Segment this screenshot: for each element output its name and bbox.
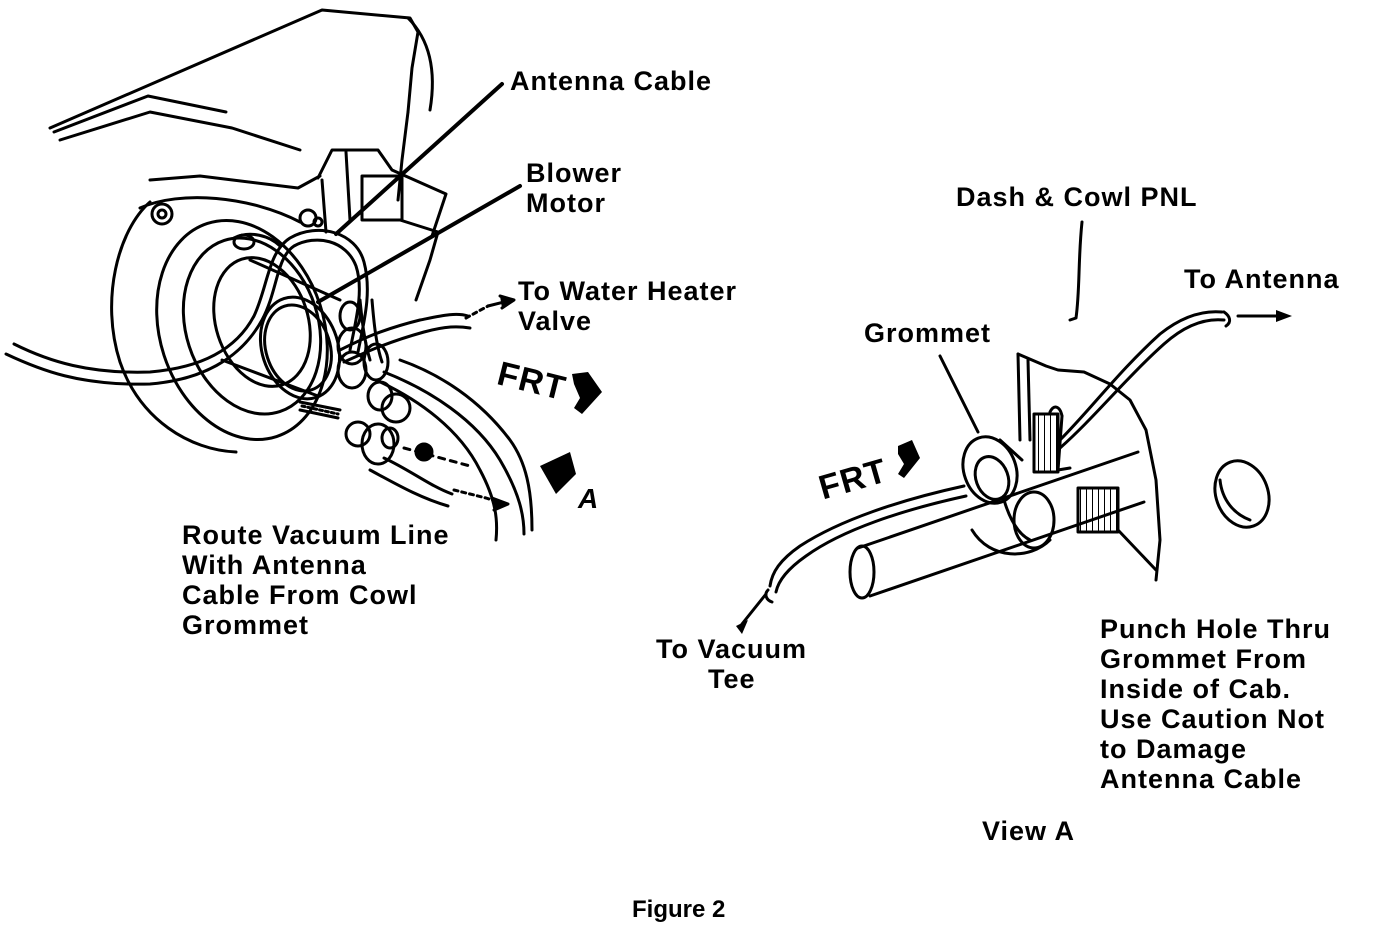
label-view-a: View A (982, 816, 1076, 846)
frt-arrow-main (572, 372, 602, 414)
label-route-vacuum-line: Route Vacuum Line With Antenna Cable Fro… (182, 520, 450, 640)
label-route-line-1: Route Vacuum Line (182, 520, 450, 550)
label-water-heater-line-1: To Water Heater (518, 276, 738, 306)
label-route-line-2: With Antenna (182, 550, 367, 580)
label-to-vacuum-tee: To Vacuum Tee (656, 634, 807, 694)
label-punch-line-1: Punch Hole Thru (1100, 614, 1331, 644)
label-punch-line-3: Inside of Cab. (1100, 674, 1292, 704)
label-punch-line-2: Grommet From (1100, 644, 1308, 674)
label-antenna-cable: Antenna Cable (510, 66, 713, 96)
label-vacuum-tee-line-2: Tee (708, 664, 756, 694)
label-blower-motor-line-1: Blower (526, 158, 623, 188)
label-punch-line-4: Use Caution Not (1100, 704, 1326, 734)
label-view-marker-a: A (578, 483, 600, 514)
label-grommet: Grommet (864, 318, 992, 348)
label-water-heater-line-2: Valve (518, 306, 593, 336)
label-vacuum-tee-line-1: To Vacuum (656, 634, 808, 664)
blower-motor-illustration (4, 8, 534, 542)
frt-arrow-view-a (898, 440, 920, 478)
leader-lines-left (316, 82, 522, 304)
label-dash-cowl-panel: Dash & Cowl PNL (956, 182, 1198, 212)
view-a-arrow (540, 452, 576, 494)
label-to-antenna: To Antenna (1184, 264, 1340, 294)
label-to-water-heater-valve: To Water Heater Valve (518, 276, 737, 336)
label-blower-motor-line-2: Motor (526, 188, 606, 218)
label-punch-hole-note: Punch Hole Thru Grommet From Inside of C… (1100, 614, 1331, 794)
label-route-line-3: Cable From Cowl (182, 580, 418, 610)
view-a-illustration (736, 220, 1292, 634)
label-punch-line-6: Antenna Cable (1100, 764, 1303, 794)
label-punch-line-5: to Damage (1100, 734, 1248, 764)
figure-caption: Figure 2 (632, 896, 726, 923)
label-route-line-4: Grommet (182, 610, 310, 640)
label-blower-motor: Blower Motor (526, 158, 622, 218)
